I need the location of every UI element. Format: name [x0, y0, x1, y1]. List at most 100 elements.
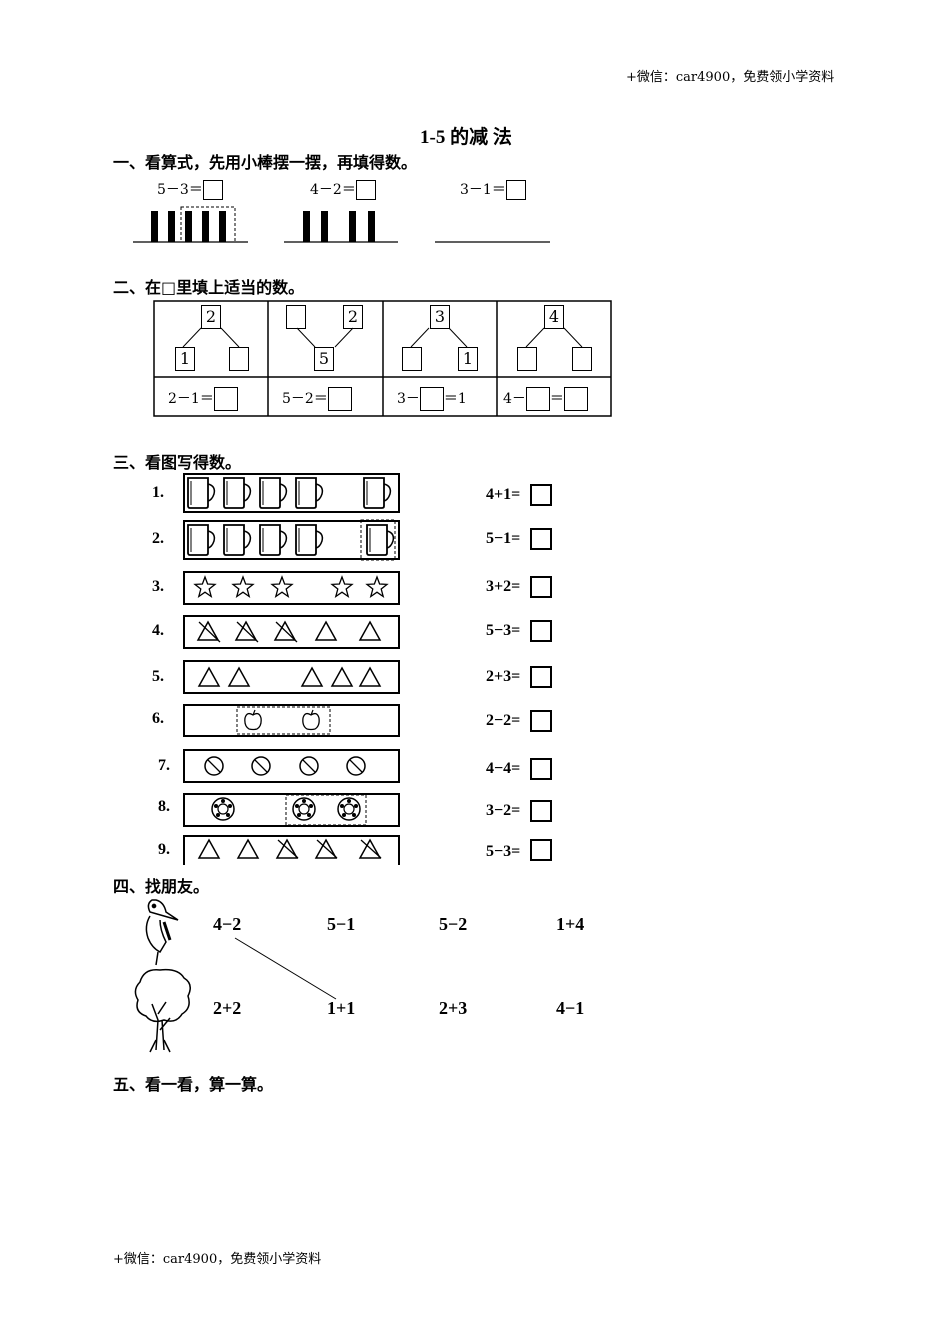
- s2-c1-top: 2: [201, 305, 221, 329]
- s2-c2-eq-box[interactable]: [327, 387, 352, 411]
- s2-c4-top: 4: [544, 305, 564, 329]
- woodpecker-icon: [145, 899, 179, 966]
- section-3-heading: 三、看图写得数。: [113, 453, 242, 472]
- s3-row-6-picture: [183, 704, 400, 737]
- s1-eq-3-text: 3－1＝: [460, 182, 506, 198]
- s1-answer-box-2[interactable]: [355, 180, 376, 200]
- s3-answer-box-4[interactable]: [530, 620, 552, 642]
- s3-row-3-stars: [194, 576, 388, 598]
- s3-row-3-picture: [183, 571, 400, 605]
- s3-row-9-triangles: [198, 839, 382, 859]
- s1-sticks-drawing: [133, 206, 550, 243]
- s2-c2-left: 5: [314, 347, 334, 371]
- s3-answer-box-7[interactable]: [530, 758, 552, 780]
- s3-eq-3: 3+2=: [486, 578, 521, 595]
- s3-row-7-circles: [204, 756, 366, 776]
- s3-row-8-picture: [183, 793, 400, 827]
- s1-answer-box-3[interactable]: [505, 180, 526, 200]
- s1-answer-box-1[interactable]: [202, 180, 223, 200]
- s1-eq-2-text: 4－2＝: [310, 182, 356, 198]
- s3-row-4-triangles: [197, 621, 381, 643]
- s2-c3-eq-text: 3－: [397, 391, 420, 407]
- page-title: 1-5 的减 法: [420, 127, 512, 148]
- s3-row-5-picture: [183, 660, 400, 694]
- s3-eq-8: 3−2=: [486, 802, 521, 819]
- section-4-heading: 四、找朋友。: [113, 877, 210, 896]
- s2-c4-eq-text: 4－: [503, 391, 526, 407]
- s2-c1-left: 1: [175, 347, 195, 371]
- header-note: +微信：car4900，免费领小学资料: [626, 70, 835, 85]
- s2-c3-eq-suffix: ＝1: [443, 391, 467, 407]
- stick-group-2: [284, 211, 398, 243]
- s4-bottom-item-4[interactable]: 4−1: [556, 998, 585, 1018]
- s3-label-8: 8.: [158, 798, 170, 815]
- s3-label-3: 3.: [152, 578, 164, 595]
- s2-c1-eq-text: 2－1＝: [168, 391, 214, 407]
- s2-c3-right: 1: [458, 347, 478, 371]
- s3-label-5: 5.: [152, 668, 164, 685]
- s3-answer-box-1[interactable]: [530, 484, 552, 506]
- s4-top-item-1[interactable]: 4−2: [213, 914, 242, 934]
- s3-answer-box-5[interactable]: [530, 666, 552, 688]
- s1-eq-1-text: 5－3＝: [157, 182, 203, 198]
- s2-c4-eq-box-2[interactable]: [563, 387, 588, 411]
- s3-row-4-picture: [183, 615, 400, 649]
- s3-icons-drawing: [187, 477, 396, 859]
- s3-row-8-balls: [211, 794, 367, 826]
- s3-label-7: 7.: [158, 757, 170, 774]
- s2-c2-top-box[interactable]: [286, 305, 306, 329]
- s2-c3-equation: 3－ ＝1: [397, 387, 467, 411]
- stick-group-1: [133, 206, 248, 243]
- s3-label-9: 9.: [158, 841, 170, 858]
- s2-c2-right: 2: [343, 305, 363, 329]
- s2-c3-top: 3: [430, 305, 450, 329]
- s4-top-item-4[interactable]: 1+4: [556, 914, 585, 934]
- s2-c3-eq-box[interactable]: [419, 387, 444, 411]
- section-5-heading: 五、看一看，算一算。: [113, 1075, 274, 1094]
- footer-note: +微信：car4900，免费领小学资料: [113, 1252, 322, 1267]
- s2-c4-eq-suffix: ＝: [549, 391, 564, 407]
- s2-c3-left-box[interactable]: [402, 347, 422, 371]
- s4-illustrations: [134, 899, 191, 1053]
- s2-c2-eq-text: 5－2＝: [282, 391, 328, 407]
- s3-label-1: 1.: [152, 484, 164, 501]
- s2-table-grid: [153, 300, 612, 417]
- s4-bottom-item-3[interactable]: 2+3: [439, 998, 468, 1018]
- s3-eq-5: 2+3=: [486, 668, 521, 685]
- s4-top-item-2[interactable]: 5−1: [327, 914, 356, 934]
- s3-label-6: 6.: [152, 710, 164, 727]
- s3-label-4: 4.: [152, 622, 164, 639]
- s2-c4-equation: 4－ ＝: [503, 387, 588, 411]
- section-1-heading: 一、看算式，先用小棒摆一摆，再填得数。: [113, 153, 418, 172]
- section-2-heading: 二、在□里填上适当的数。: [113, 278, 305, 297]
- s4-connector-line: [234, 937, 337, 1000]
- s3-answer-box-6[interactable]: [530, 710, 552, 732]
- s3-answer-box-8[interactable]: [530, 800, 552, 822]
- s3-row-1-mugs: [187, 477, 392, 509]
- s3-answer-box-3[interactable]: [530, 576, 552, 598]
- s3-row-9-picture: [183, 835, 400, 865]
- s2-c1-right-box[interactable]: [229, 347, 249, 371]
- s3-eq-9: 5−3=: [486, 843, 521, 860]
- s3-row-1-picture: [183, 473, 400, 513]
- s4-bottom-item-1[interactable]: 2+2: [213, 998, 242, 1018]
- s3-answer-box-9[interactable]: [530, 839, 552, 861]
- s3-label-2: 2.: [152, 530, 164, 547]
- s3-eq-6: 2−2=: [486, 712, 521, 729]
- s3-row-7-picture: [183, 749, 400, 783]
- s2-c1-equation: 2－1＝: [168, 387, 238, 411]
- s4-bottom-item-2[interactable]: 1+1: [327, 998, 356, 1018]
- s3-eq-4: 5−3=: [486, 622, 521, 639]
- s2-c4-left-box[interactable]: [517, 347, 537, 371]
- s2-c1-eq-box[interactable]: [213, 387, 238, 411]
- s3-row-2-mugs: [187, 519, 396, 561]
- s3-answer-box-2[interactable]: [530, 528, 552, 550]
- tree-icon: [134, 968, 191, 1053]
- s2-c4-eq-box-1[interactable]: [525, 387, 550, 411]
- s4-top-item-3[interactable]: 5−2: [439, 914, 468, 934]
- s3-eq-2: 5−1=: [486, 530, 521, 547]
- s2-c4-right-box[interactable]: [572, 347, 592, 371]
- s1-equation-3: 3－1＝: [460, 179, 526, 200]
- s1-equation-1: 5－3＝: [157, 179, 223, 200]
